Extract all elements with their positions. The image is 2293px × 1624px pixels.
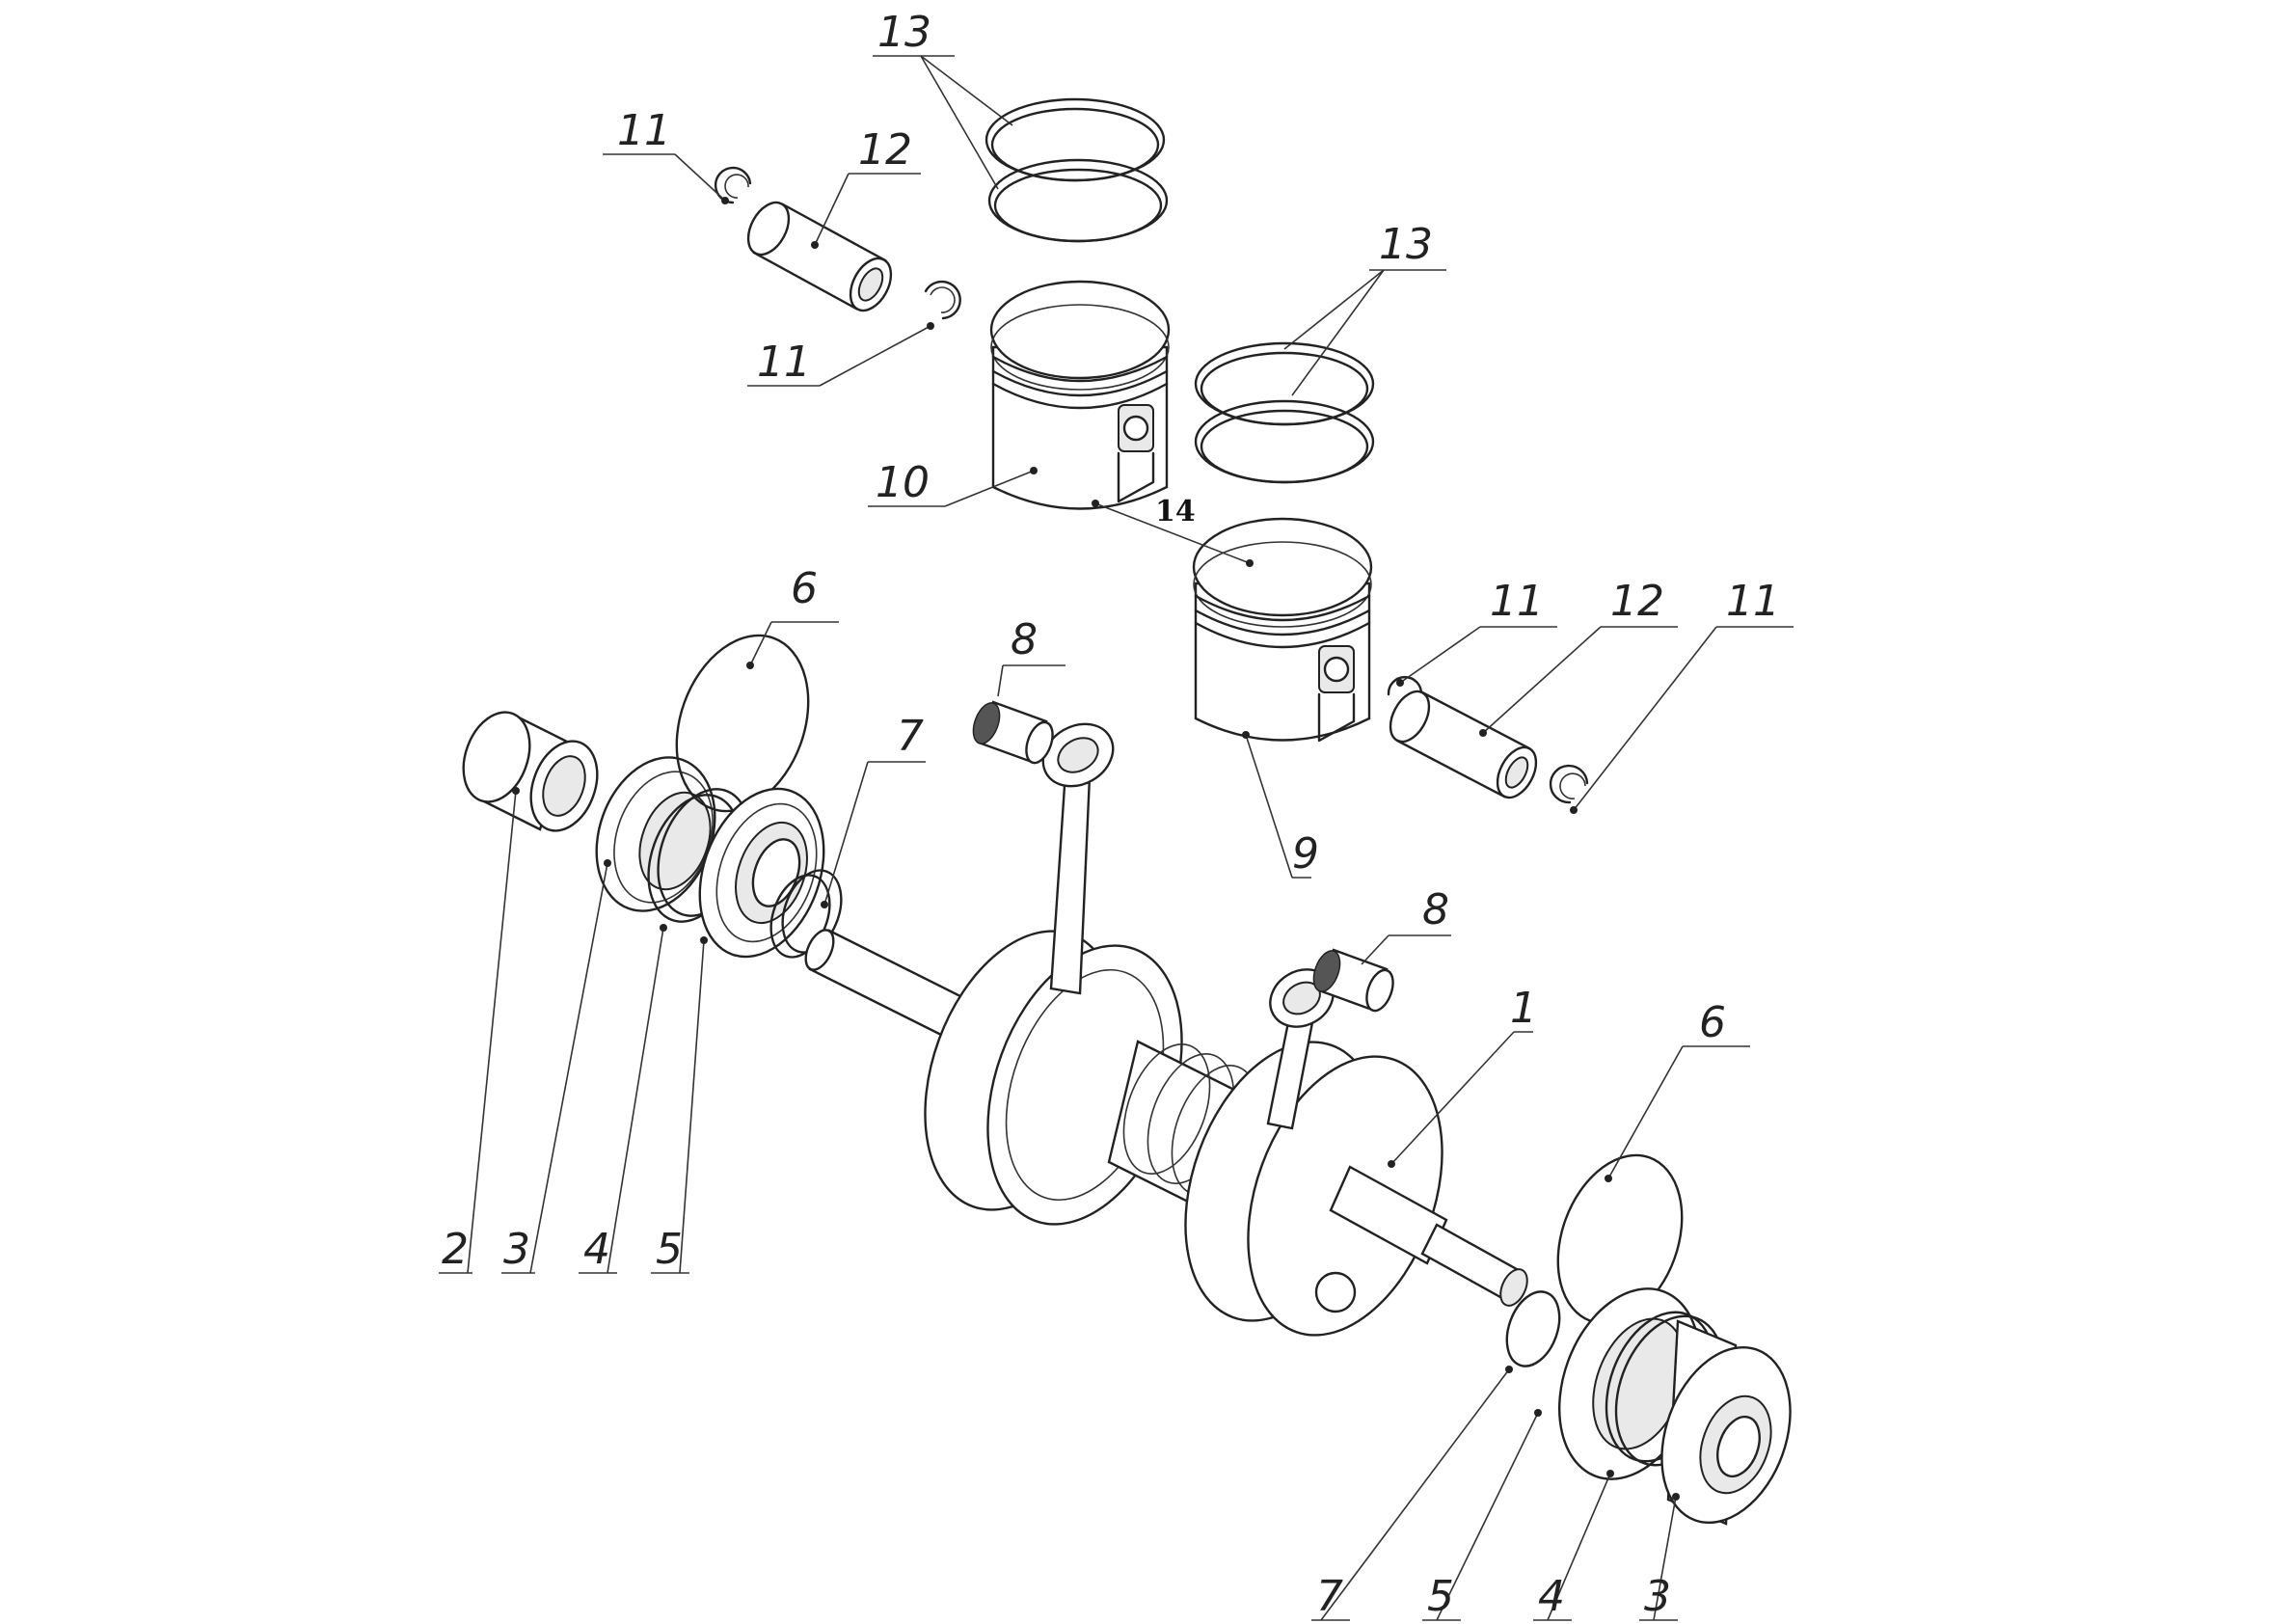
circlip-lower-2 — [1549, 764, 1589, 804]
callout-7-right: 7 — [1316, 1572, 1343, 1621]
callout-11-mid-left: 11 — [757, 338, 811, 387]
callout-6-left: 6 — [791, 564, 818, 613]
o-ring-left — [675, 634, 810, 813]
callout-labels: 13 11 12 11 10 13 14 11 12 11 6 8 7 9 8 … — [442, 8, 1780, 1621]
callout-12-right: 12 — [1610, 577, 1664, 626]
piston-rings-lower — [1194, 341, 1375, 484]
piston-pin-lower — [1389, 690, 1538, 799]
crankshaft — [804, 929, 1528, 1337]
callout-10: 10 — [876, 458, 930, 507]
callout-2: 2 — [442, 1225, 469, 1274]
callout-5-right: 5 — [1427, 1572, 1454, 1621]
callout-11-right-1: 11 — [1490, 577, 1544, 626]
leader-lines — [439, 55, 1794, 1621]
needle-bearing-upper — [972, 700, 1054, 765]
piston-lower — [1192, 517, 1373, 743]
circlip-upper-2 — [924, 280, 961, 320]
callout-3-left: 3 — [503, 1225, 530, 1274]
leader-dots — [512, 197, 1680, 1501]
callout-8-lower: 8 — [1422, 885, 1449, 934]
callout-4-left: 4 — [583, 1225, 610, 1274]
spacer-ring-right — [1505, 1290, 1561, 1367]
callout-14: 14 — [1155, 495, 1196, 528]
piston-upper — [989, 280, 1171, 510]
callout-11-right-2: 11 — [1726, 577, 1780, 626]
callout-7-left: 7 — [897, 712, 924, 761]
callout-1: 1 — [1510, 984, 1537, 1033]
needle-bearing-lower — [1312, 948, 1394, 1013]
piston-rings-upper — [985, 97, 1169, 243]
callout-8-upper: 8 — [1011, 615, 1038, 664]
callout-6-right: 6 — [1699, 998, 1726, 1047]
oil-seal-right — [1660, 1319, 1792, 1526]
callout-13-top: 13 — [877, 8, 931, 57]
callout-4-right: 4 — [1538, 1572, 1565, 1621]
callout-11-top-left: 11 — [617, 106, 671, 155]
callout-12-top: 12 — [858, 125, 912, 175]
callout-9: 9 — [1292, 829, 1319, 879]
callout-5-left: 5 — [656, 1225, 683, 1274]
sleeve-part-2 — [462, 711, 599, 832]
callout-3-right: 3 — [1644, 1572, 1671, 1621]
spacer-ring-left — [769, 869, 843, 959]
piston-pin-upper — [746, 201, 893, 312]
callout-13-right: 13 — [1379, 220, 1433, 269]
connecting-rod-left — [1041, 722, 1115, 995]
